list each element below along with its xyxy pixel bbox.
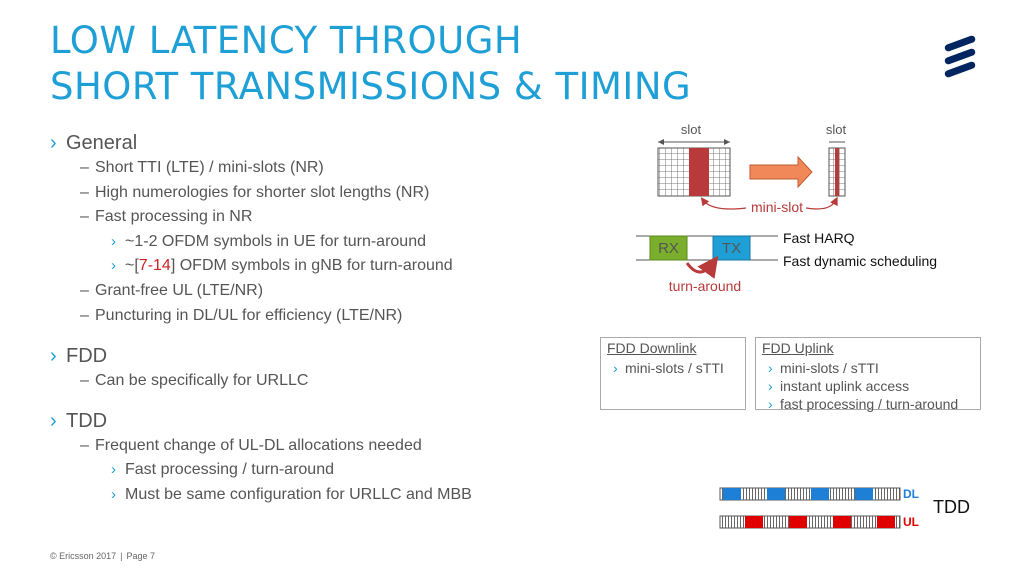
tdd-block bbox=[723, 488, 741, 500]
orange-arrow-icon bbox=[749, 155, 813, 189]
tdd-block bbox=[745, 516, 763, 528]
fdd-downlink-box: FDD Downlink mini-slots / sTTI bbox=[600, 337, 746, 410]
bullet-tdd: TDD bbox=[50, 408, 610, 434]
subitem-suffix: ] OFDM symbols in gNB for turn-around bbox=[170, 257, 453, 275]
mini-slot-block bbox=[689, 148, 709, 196]
dimension-arrow-left-icon bbox=[658, 139, 664, 145]
dl-label: DL bbox=[903, 487, 919, 501]
list-subitem: Must be same configuration for URLLC and… bbox=[50, 483, 610, 508]
list-item: fast processing / turn-around bbox=[756, 395, 980, 413]
tdd-block bbox=[833, 516, 851, 528]
list-item: mini-slots / sTTI bbox=[756, 359, 980, 377]
dl-blocks bbox=[723, 488, 873, 500]
fdd-uplink-title: FDD Uplink bbox=[762, 340, 834, 356]
ul-label: UL bbox=[903, 515, 919, 529]
fdd-downlink-title: FDD Downlink bbox=[607, 340, 697, 356]
bullet-fdd: FDD bbox=[50, 343, 610, 369]
footer: © Ericsson 2017|Page 7 bbox=[50, 551, 155, 561]
subitem-highlight: 7-14 bbox=[138, 257, 171, 275]
tdd-block bbox=[811, 488, 829, 500]
list-item: High numerologies for shorter slot lengt… bbox=[50, 181, 610, 206]
subitem-prefix: ~[ bbox=[125, 257, 139, 275]
list-item: Can be specifically for URLLC bbox=[50, 369, 610, 394]
rx-block bbox=[649, 235, 688, 261]
turnaround-label: turn-around bbox=[669, 278, 741, 294]
slot-diagram: slot slot mini-slot RX TX turn-around Fa… bbox=[636, 122, 937, 294]
tx-label: TX bbox=[722, 240, 741, 257]
title-line-2: SHORT TRANSMISSIONS & TIMING bbox=[50, 65, 692, 108]
tdd-label: TDD bbox=[933, 497, 970, 517]
footer-page: Page 7 bbox=[126, 551, 156, 561]
ul-strip bbox=[719, 515, 901, 529]
slot-label-left: slot bbox=[681, 122, 702, 137]
slot-label-right: slot bbox=[826, 122, 847, 137]
dimension-arrow-right-icon bbox=[724, 139, 730, 145]
footer-copyright: © Ericsson 2017 bbox=[50, 551, 117, 561]
title-line-1: LOW LATENCY THROUGH bbox=[50, 19, 523, 62]
list-subitem: ~[7-14] OFDM symbols in gNB for turn-aro… bbox=[50, 254, 610, 279]
list-item: Short TTI (LTE) / mini-slots (NR) bbox=[50, 156, 610, 181]
slide-title: LOW LATENCY THROUGH SHORT TRANSMISSIONS … bbox=[50, 18, 691, 110]
bullet-list: General Short TTI (LTE) / mini-slots (NR… bbox=[50, 130, 610, 508]
mini-slot-label: mini-slot bbox=[751, 199, 803, 215]
tdd-block bbox=[789, 516, 807, 528]
list-subitem: Fast processing / turn-around bbox=[50, 458, 610, 483]
tdd-block bbox=[877, 516, 895, 528]
ul-blocks bbox=[745, 516, 895, 528]
fast-harq-label: Fast HARQ bbox=[783, 230, 855, 246]
list-item: Puncturing in DL/UL for efficiency (LTE/… bbox=[50, 304, 610, 329]
ericsson-logo-icon bbox=[944, 35, 976, 78]
list-item: Grant-free UL (LTE/NR) bbox=[50, 279, 610, 304]
bullet-general: General bbox=[50, 130, 610, 156]
list-item: instant uplink access bbox=[756, 377, 980, 395]
list-item: Frequent change of UL-DL allocations nee… bbox=[50, 434, 610, 459]
fast-scheduling-label: Fast dynamic scheduling bbox=[783, 253, 937, 269]
short-slot-block bbox=[835, 148, 839, 196]
tdd-block bbox=[767, 488, 785, 500]
fdd-uplink-box: FDD Uplink mini-slots / sTTI instant upl… bbox=[755, 337, 981, 413]
mini-slot-arrow-left-icon bbox=[700, 197, 747, 210]
rx-label: RX bbox=[658, 240, 679, 257]
list-item: mini-slots / sTTI bbox=[601, 359, 745, 377]
tx-block bbox=[712, 235, 751, 261]
turnaround-arrow-icon bbox=[685, 255, 719, 279]
list-subitem: ~1-2 OFDM symbols in UE for turn-around bbox=[50, 230, 610, 255]
mini-slot-arrow-right-icon bbox=[805, 196, 838, 210]
list-item: Fast processing in NR bbox=[50, 205, 610, 230]
tdd-block bbox=[855, 488, 873, 500]
footer-separator: | bbox=[120, 551, 123, 561]
tdd-diagram: DL UL bbox=[719, 487, 919, 529]
